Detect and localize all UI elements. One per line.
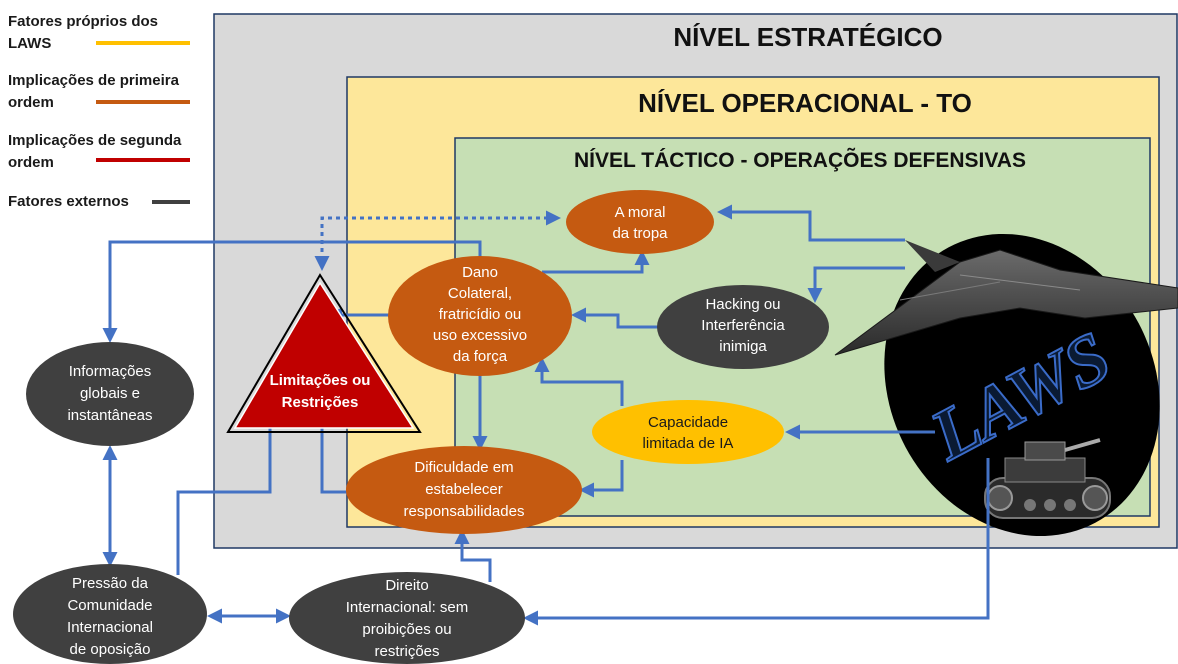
node-moral: A moral da tropa (566, 190, 714, 254)
pressao-line-4: de oposição (70, 641, 151, 658)
dano-line-3: fratricídio ou (439, 306, 522, 323)
arrow-capacidade-to-dano (534, 357, 624, 406)
direito-line-1: Direito (385, 577, 428, 594)
drone-icon (834, 240, 1178, 356)
direito-line-2: Internacional: sem (346, 599, 469, 616)
moral-line-2: da tropa (612, 225, 668, 242)
moral-line-1: A moral (615, 204, 666, 221)
arrow-drone-to-moral (717, 204, 905, 242)
limitacoes-line-2: Restrições (282, 394, 359, 411)
legend: Fatores próprios dos LAWS Implicações de… (8, 13, 190, 210)
dano-line-1: Dano (462, 264, 498, 281)
connectors (102, 204, 990, 626)
node-capacidade: Capacidade limitada de IA (592, 400, 784, 464)
arrow-robot-to-direito (523, 458, 990, 626)
arrow-pressao-to-limitacoes (176, 411, 278, 575)
capacidade-line-1: Capacidade (648, 414, 728, 431)
informacoes-line-3: instantâneas (67, 407, 152, 424)
hacking-line-3: inimiga (719, 338, 767, 355)
dificuldade-line-2: estabelecer (425, 481, 503, 498)
direito-line-4: restrições (374, 643, 439, 660)
informacoes-line-2: globais e (80, 385, 140, 402)
node-limitacoes: Limitações ou Restrições (226, 273, 422, 433)
node-hacking: Hacking ou Interferência inimiga (657, 285, 829, 369)
legend-laws-label-1: Fatores próprios dos (8, 13, 158, 30)
arrow-dano-to-moral (542, 250, 650, 274)
arrow-drone-to-hacking (807, 266, 905, 303)
limitacoes-line-1: Limitações ou (270, 372, 371, 389)
ground-robot-icon (984, 438, 1111, 519)
node-informacoes: Informações globais e instantâneas (26, 342, 194, 446)
legend-first-label-1: Implicações de primeira (8, 72, 180, 89)
dano-line-4: uso excessivo (433, 327, 527, 344)
hacking-line-1: Hacking ou (705, 296, 780, 313)
legend-laws-label-2: LAWS (8, 35, 51, 52)
laws-cluster: LAWS (834, 233, 1178, 537)
strategic-level-title: NÍVEL ESTRATÉGICO (673, 22, 942, 52)
legend-first-label-2: ordem (8, 94, 54, 111)
hacking-line-2: Interferência (701, 317, 785, 334)
arrow-limitacoes-moral-dotted (314, 210, 561, 271)
node-pressao: Pressão da Comunidade Internacional de o… (13, 564, 207, 664)
informacoes-line-1: Informações (69, 363, 152, 380)
dificuldade-line-1: Dificuldade em (414, 459, 513, 476)
pressao-line-3: Internacional (67, 619, 153, 636)
arrow-dificuldade-to-limitacoes (314, 409, 350, 494)
arrow-direito-to-dificuldade (454, 529, 492, 582)
operational-level-title: NÍVEL OPERACIONAL - TO (638, 88, 972, 118)
pressao-line-1: Pressão da (72, 575, 149, 592)
dano-line-2: Colateral, (448, 285, 512, 302)
node-dano: Dano Colateral, fratricídio ou uso exces… (388, 256, 572, 376)
svg-text:da tropa: da tropa (612, 225, 668, 242)
legend-second-label-2: ordem (8, 154, 54, 171)
svg-text:A moral: A moral (615, 204, 666, 221)
arrow-hacking-to-dano (571, 307, 660, 329)
legend-second-label-1: Implicações de segunda (8, 132, 182, 149)
tactical-level-title: NÍVEL TÁCTICO - OPERAÇÕES DEFENSIVAS (574, 148, 1026, 172)
legend-external-label: Fatores externos (8, 193, 129, 210)
node-direito: Direito Internacional: sem proibições ou… (289, 572, 525, 664)
direito-line-3: proibições ou (362, 621, 451, 638)
capacidade-line-2: limitada de IA (643, 435, 734, 452)
pressao-line-2: Comunidade (67, 597, 152, 614)
dano-line-5: da força (453, 348, 508, 365)
arrow-capacidade-to-dificuldade (579, 460, 624, 498)
node-dificuldade: Dificuldade em estabelecer responsabilid… (346, 446, 582, 534)
dificuldade-line-3: responsabilidades (404, 503, 525, 520)
